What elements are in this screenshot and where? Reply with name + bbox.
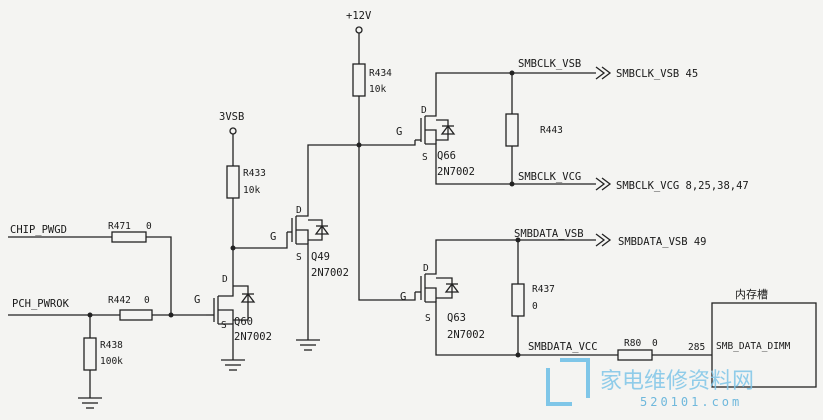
q63-part: 2N7002: [447, 329, 485, 341]
q63-source-pin: S: [425, 313, 431, 324]
net-chip-pwgd: CHIP_PWGD: [8, 224, 112, 238]
r471-value: 0: [146, 221, 152, 232]
q60-part: 2N7002: [234, 331, 272, 343]
smbdata-vsb-net: SMBDATA_VSB: [514, 228, 584, 240]
supply-3vsb: 3VSB: [219, 111, 244, 166]
supply-12v: +12V: [346, 10, 372, 64]
smbdata-vsb-ref: SMBDATA_VSB 49: [618, 236, 707, 248]
ground-symbol: [296, 339, 320, 351]
resistor-r433: R433 10k: [226, 165, 266, 199]
q49-drain-pin: D: [296, 205, 302, 216]
q66-part: 2N7002: [437, 166, 475, 178]
supply-3vsb-terminal: [229, 127, 237, 135]
resistor-r443: R443: [505, 113, 563, 147]
q66-drain-pin: D: [421, 105, 427, 116]
mosfet-q63: G D S Q63 2N7002: [400, 239, 512, 356]
q60-source-pin: S: [221, 320, 227, 331]
resistor-r471: R471 0: [108, 221, 152, 243]
smbclk-vsb-net: SMBCLK_VSB: [518, 58, 581, 70]
dimm-pin-label: SMB_DATA_DIMM: [716, 341, 791, 352]
r438-ref: R438: [100, 340, 123, 351]
dimm-slot: 内存槽 285 SMB_DATA_DIMM: [688, 287, 817, 388]
q49-ref: Q49: [311, 251, 330, 263]
resistor-r80: R80 0: [617, 338, 658, 361]
dimm-pin-number: 285: [688, 342, 705, 353]
watermark-brand: 家电维修资料网: [600, 369, 754, 394]
resistor-r438: R438 100k: [83, 315, 123, 398]
q63-ref: Q63: [447, 312, 466, 324]
r434-value: 10k: [369, 84, 386, 95]
r434-ref: R434: [369, 68, 392, 79]
r433-ref: R433: [243, 168, 266, 179]
mosfet-q66: G D S Q66 2N7002: [396, 72, 512, 185]
watermark-logo: [546, 358, 590, 406]
smbclk-vcc-net: SMBCLK_VCG: [518, 171, 581, 183]
q63-gate-pin: G: [400, 291, 406, 303]
r437-ref: R437: [532, 284, 555, 295]
q60-ref: Q60: [234, 316, 253, 328]
ground-symbol: [221, 359, 245, 371]
resistor-r434: R434 10k: [352, 63, 392, 97]
dimm-slot-title: 内存槽: [735, 287, 768, 301]
r442-value: 0: [144, 295, 150, 306]
watermark-url: 520101.com: [640, 395, 742, 409]
q49-gate-pin: G: [270, 231, 276, 243]
supply-12v-label: +12V: [346, 10, 372, 22]
smbdata-vcc-net: SMBDATA_VCC: [528, 341, 598, 353]
q66-ref: Q66: [437, 150, 456, 162]
net-pch-pwrok: PCH_PWROK: [8, 298, 120, 316]
q63-drain-pin: D: [423, 263, 429, 274]
r80-value: 0: [652, 338, 658, 349]
supply-12v-terminal: [355, 26, 363, 34]
q66-gate-pin: G: [396, 126, 402, 138]
r443-ref: R443: [540, 125, 563, 136]
supply-3vsb-label: 3VSB: [219, 111, 244, 123]
mosfet-q49: G D S Q49 2N7002: [270, 205, 349, 340]
resistor-r437: R437 0: [511, 283, 555, 317]
resistor-r442: R442 0: [108, 295, 153, 321]
r80-ref: R80: [624, 338, 641, 349]
q60-drain-pin: D: [222, 274, 228, 285]
smbclk-vsb-ref: SMBCLK_VSB 45: [616, 68, 698, 80]
pch-pwrok-label: PCH_PWROK: [12, 298, 70, 310]
smbclk-vcc-ref: SMBCLK_VCG 8,25,38,47: [616, 180, 749, 192]
r442-ref: R442: [108, 295, 131, 306]
mosfet-q60: G D S Q60 2N7002: [194, 274, 272, 360]
r433-value: 10k: [243, 185, 260, 196]
watermark: 家电维修资料网 520101.com: [546, 358, 754, 409]
q66-source-pin: S: [422, 152, 428, 163]
ground-symbol: [78, 397, 102, 409]
r437-value: 0: [532, 301, 538, 312]
r471-ref: R471: [108, 221, 131, 232]
q49-part: 2N7002: [311, 267, 349, 279]
chip-pwgd-label: CHIP_PWGD: [10, 224, 67, 236]
q49-source-pin: S: [296, 252, 302, 263]
r438-value: 100k: [100, 356, 123, 367]
q60-gate-pin: G: [194, 294, 200, 306]
